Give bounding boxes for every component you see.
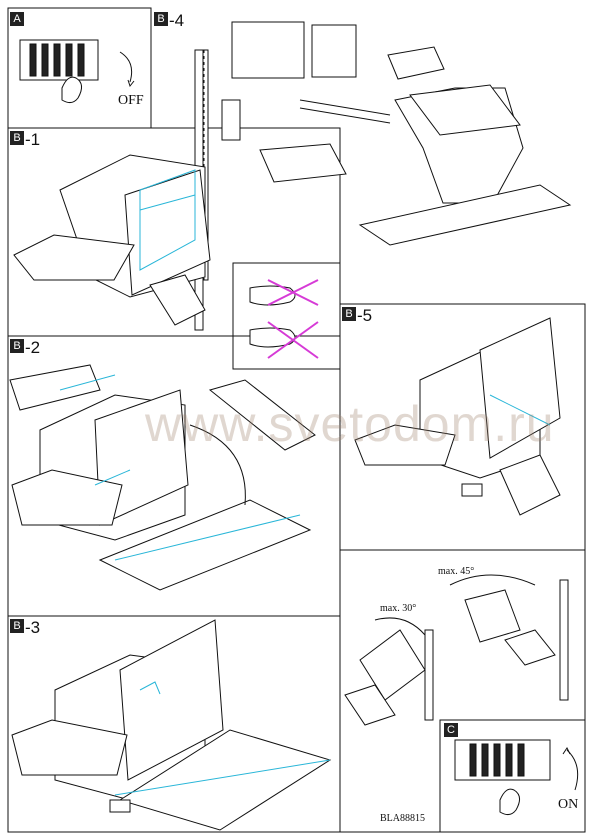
step-b1-letter: B	[10, 131, 24, 145]
step-c-letter: C	[444, 723, 458, 737]
magenta-crosses	[267, 279, 319, 359]
lamp-b2	[9, 364, 316, 591]
step-b3-letter: B	[10, 619, 24, 633]
step-b1-label: B-1	[10, 131, 40, 148]
panel-warning-border	[232, 262, 341, 370]
cyan-highlight-b2	[59, 374, 301, 561]
breaker-a	[19, 39, 135, 104]
step-a-label: A	[10, 12, 25, 29]
model-code: BLA88815	[380, 813, 425, 824]
step-b4-letter: B	[154, 12, 168, 26]
on-label: ON	[558, 797, 579, 812]
watermark: www.svetodom.ru	[145, 396, 555, 452]
step-b4-label: B-4	[154, 12, 184, 29]
step-c-label: C	[444, 723, 459, 740]
cyan-highlight-b3	[114, 681, 331, 796]
angle-diagrams	[344, 574, 569, 726]
angle-max30-label: max. 30°	[380, 603, 417, 614]
step-b5-label: B-5	[342, 307, 372, 324]
step-b3-label: B-3	[10, 619, 40, 636]
lamp-b1	[13, 49, 211, 331]
exploded-lamp	[199, 21, 572, 281]
panel-c-border	[439, 719, 586, 833]
step-b2-label: B-2	[10, 339, 40, 356]
lamp-b5	[354, 317, 561, 516]
step-b2-letter: B	[10, 339, 24, 353]
step-a-letter: A	[10, 12, 24, 26]
angle-max45-label: max. 45°	[438, 566, 475, 577]
cyan-highlight-b1	[139, 169, 196, 271]
cyan-highlight-b5	[489, 394, 551, 426]
breaker-c	[454, 739, 579, 816]
off-label: OFF	[118, 93, 144, 108]
step-b5-letter: B	[342, 307, 356, 321]
lamp-b3	[11, 619, 332, 831]
